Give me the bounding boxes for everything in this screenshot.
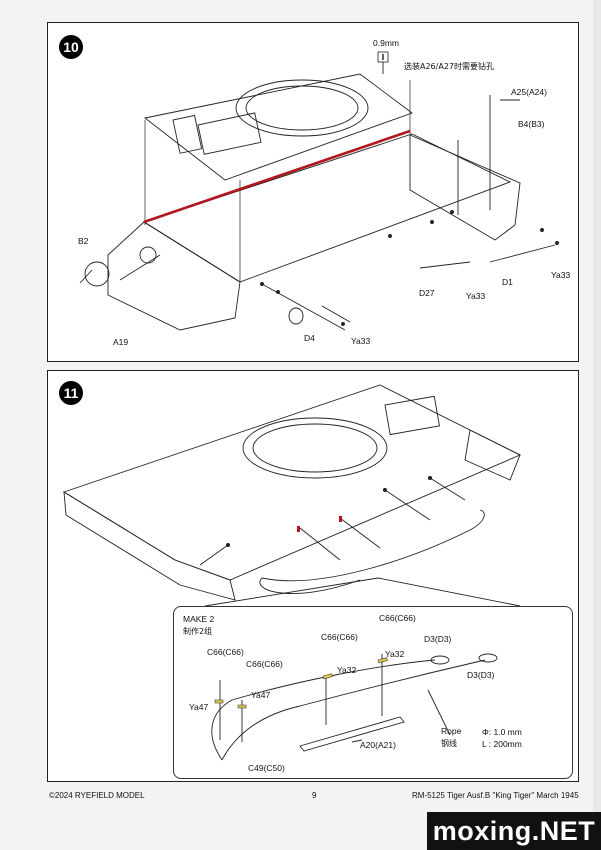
part-ya47-label-2: Ya47 [189, 702, 209, 712]
part-b2-label: B2 [78, 236, 89, 246]
d3-eye-1 [430, 655, 450, 665]
turret-ring-inner-11 [252, 423, 378, 473]
rope-label-cn: 钢线 [441, 739, 457, 748]
drill-note-label: 选装A26/A27时需要钻孔 [404, 62, 494, 71]
cable-detail-upper [211, 659, 436, 761]
part-d3-label-1: D3(D3) [424, 634, 452, 644]
part-c66-label-4: C66(C66) [379, 613, 416, 623]
hull-cable [261, 509, 485, 582]
part-c66-label-2: C66(C66) [246, 659, 283, 669]
part-c49-label: C49(C50) [248, 763, 285, 773]
cable-detail-lower [221, 659, 486, 761]
part-d1-label: D1 [502, 277, 513, 287]
footer-page-number: 9 [312, 791, 317, 800]
part-ya47-label-1: Ya47 [251, 690, 271, 700]
part-d3-label-2: D3(D3) [467, 670, 495, 680]
footer-copyright: ©2024 RYEFIELD MODEL [49, 791, 145, 800]
make-title: MAKE 2 [183, 614, 215, 624]
d4-part [288, 307, 304, 325]
part-a25-label: A25(A24) [511, 87, 547, 97]
ya32-part-2 [377, 657, 388, 664]
drill-size-label: 0.9mm [373, 38, 399, 48]
part-ya33-label-c: Ya33 [551, 270, 571, 280]
ya47-part-2 [214, 699, 224, 704]
step-10-number: 10 [59, 35, 83, 59]
part-ya33-label-a: Ya33 [351, 336, 371, 346]
a20-bracket [299, 716, 405, 752]
part-b4-label: B4(B3) [518, 119, 545, 129]
ya47-part-1 [237, 704, 247, 709]
part-ya32-label-1: Ya32 [337, 665, 357, 675]
part-d4-label: D4 [304, 333, 315, 343]
part-c66-label-1: C66(C66) [207, 647, 244, 657]
part-ya32-label-2: Ya32 [385, 649, 405, 659]
site-watermark: moxing.NET [427, 812, 601, 850]
rope-length: L : 200mm [482, 739, 522, 749]
rope-label: Rope [441, 726, 462, 736]
make-two-callout-box [173, 606, 573, 779]
turret-ring-outer [235, 79, 369, 137]
part-a19-label: A19 [113, 337, 129, 347]
engine-deck-outline [143, 73, 413, 181]
step-11-number: 11 [59, 381, 83, 405]
part-ya33-label-b: Ya33 [466, 291, 486, 301]
make-title-cn: 制作2组 [183, 627, 213, 636]
ya32-part-1 [322, 673, 333, 680]
turret-ring-inner [245, 85, 359, 131]
red-highlight-edge [143, 129, 411, 224]
page-edge [593, 0, 601, 850]
part-c66-label-3: C66(C66) [321, 632, 358, 642]
mirror-part [84, 261, 110, 287]
footer-product: RM-5125 Tiger Ausf.B "King Tiger" March … [412, 791, 579, 800]
rope-diameter: Φ: 1.0 mm [482, 727, 522, 737]
part-d27-label: D27 [419, 288, 435, 298]
part-a20-label: A20(A21) [360, 740, 396, 750]
d3-eye-2 [478, 653, 498, 663]
turret-ring-outer-11 [242, 417, 388, 479]
